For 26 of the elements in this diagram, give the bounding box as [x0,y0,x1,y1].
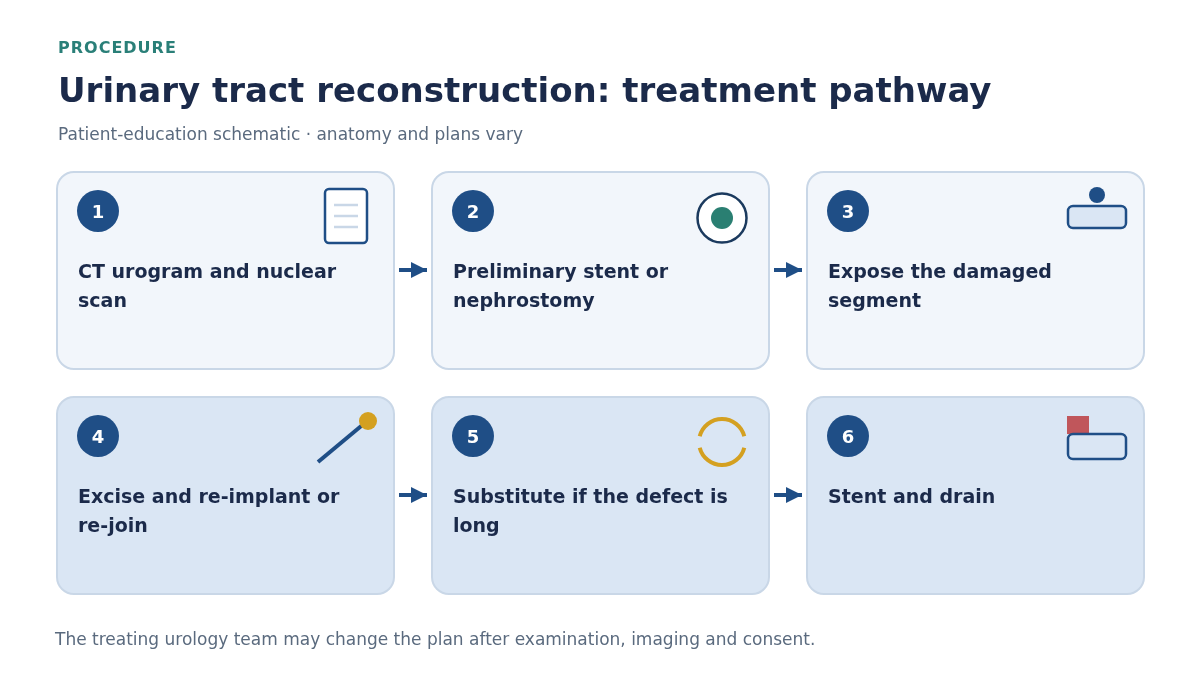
arrow [774,487,802,503]
step-title: Preliminary stent or nephrostomy [453,259,670,313]
step-card [806,171,1145,370]
step-number: 2 [452,190,494,232]
arrow [399,487,427,503]
step-title: CT urogram and nuclear scan [78,259,338,313]
step-card [431,171,770,370]
step-card [56,396,395,595]
step-title: Expose the damaged segment [828,259,1053,313]
step-number: 5 [452,415,494,457]
step-title: Excise and re-implant or re-join [78,484,341,538]
step-card [806,396,1145,595]
title: Urinary tract reconstruction: treatment pathway [58,70,992,110]
arrow [399,262,427,278]
caption: The treating urology team may change the plan after examination, imaging and consent. [55,629,816,649]
step-number: 1 [77,190,119,232]
step-title: Substitute if the defect is long [453,484,729,538]
subtitle: Patient-education schematic · anatomy and plans vary [58,124,524,144]
arrow [774,262,802,278]
step-number: 4 [77,415,119,457]
step-number: 3 [827,190,869,232]
step-card [431,396,770,595]
step-title: Stent and drain [828,484,997,509]
step-card [56,171,395,370]
step-number: 6 [827,415,869,457]
section-label: PROCEDURE [58,38,177,57]
